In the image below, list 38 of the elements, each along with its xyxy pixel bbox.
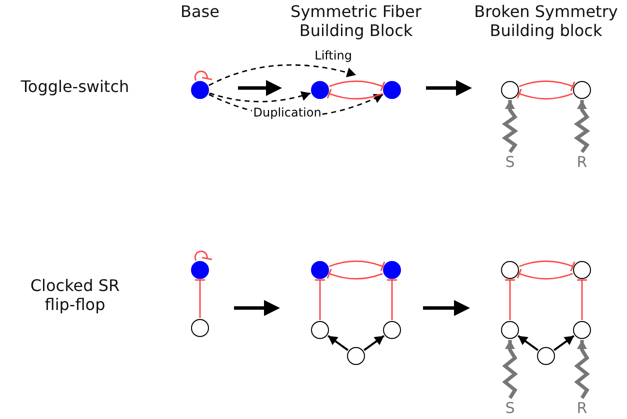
node-circle — [311, 321, 329, 339]
arrow — [554, 335, 574, 351]
arrow — [328, 335, 348, 351]
node-circle — [573, 81, 591, 99]
column-heading: Broken Symmetry Building block — [473, 2, 619, 40]
node-circle — [537, 347, 555, 365]
edge-label: Lifting — [314, 50, 353, 63]
arrow — [208, 64, 356, 86]
row-label: Toggle-switch — [20, 77, 130, 96]
signal-arrow — [502, 100, 518, 154]
signal-arrow — [574, 100, 590, 154]
edge-label: Duplication — [252, 106, 322, 120]
node-circle — [383, 321, 401, 339]
signal-label: S — [505, 154, 515, 170]
signal-label: S — [505, 400, 515, 416]
filled-node-circle — [311, 81, 329, 99]
column-heading: Symmetric Fiber Building Block — [290, 2, 422, 40]
node-circle — [501, 321, 519, 339]
arrow — [518, 335, 538, 351]
filled-node-circle — [383, 261, 401, 279]
signal-arrow — [574, 340, 590, 399]
arrow — [209, 91, 311, 102]
row-label: Clocked SR flip-flop — [29, 276, 121, 314]
node-circle — [191, 319, 209, 337]
node-circle — [573, 261, 591, 279]
node-circle — [347, 347, 365, 365]
node-circle — [501, 261, 519, 279]
arrow — [364, 335, 384, 351]
filled-node-circle — [383, 81, 401, 99]
node-circle — [573, 321, 591, 339]
filled-node-circle — [311, 261, 329, 279]
filled-node-circle — [191, 81, 209, 99]
signal-arrow — [502, 340, 518, 399]
signal-label: R — [576, 154, 588, 170]
filled-node-circle — [191, 261, 209, 279]
signal-label: R — [576, 400, 588, 416]
node-circle — [501, 81, 519, 99]
column-heading: Base — [180, 2, 220, 21]
